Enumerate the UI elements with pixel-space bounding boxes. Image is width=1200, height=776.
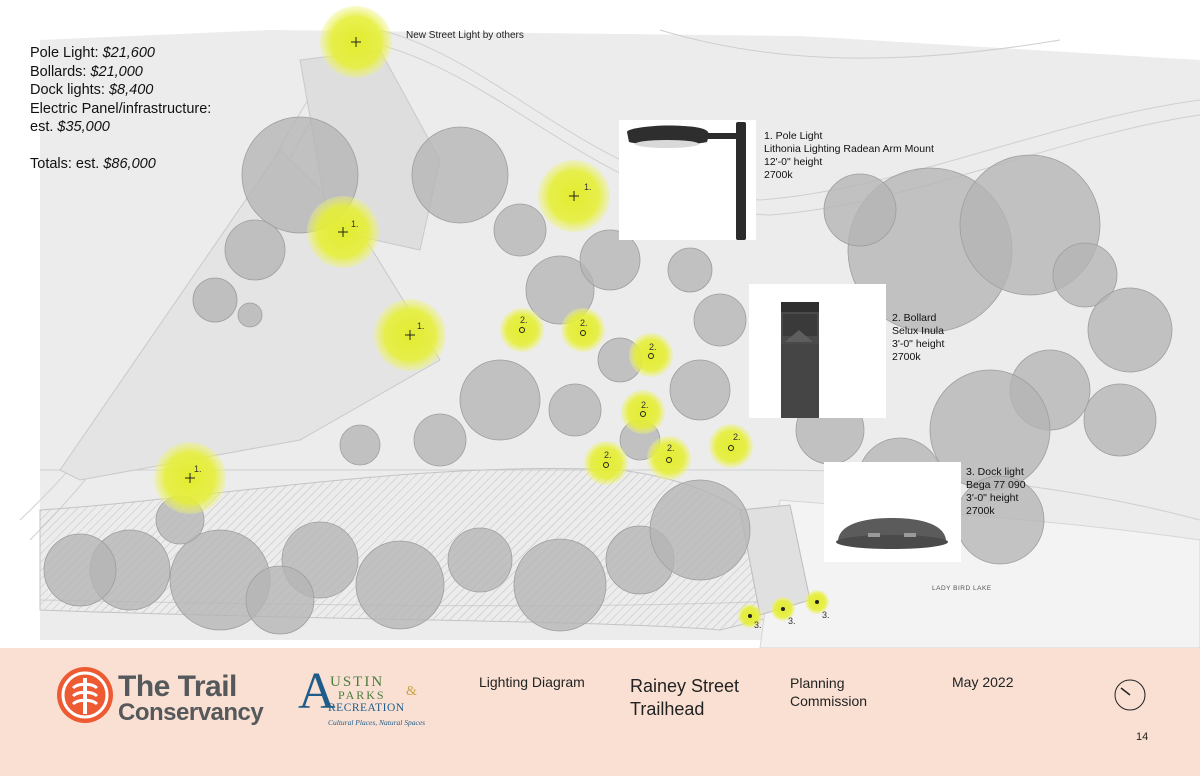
- cost-pole-light: Pole Light: $21,600: [30, 45, 155, 61]
- austin-parks-line2: PARKS: [338, 688, 386, 702]
- bollard-marker: 2.: [580, 318, 588, 328]
- austin-parks-big-a: A: [298, 663, 336, 720]
- street-light-label: New Street Light by others: [406, 30, 524, 41]
- cost-electric-panel-value: est. $35,000: [30, 119, 110, 135]
- pole-light-symbols: [185, 37, 579, 483]
- footer-bar: [0, 648, 1200, 776]
- site-plan-drawing: [19, 6, 1200, 648]
- pole-light-spec: 1. Pole Light Lithonia Lighting Radean A…: [764, 130, 934, 181]
- bollard-marker: 2.: [641, 400, 649, 410]
- bollard-image: [781, 302, 819, 418]
- bollard-marker: 2.: [733, 432, 741, 442]
- austin-parks-ampersand: &: [406, 684, 417, 699]
- dock-light-spec: 3. Dock light Bega 77 090 3'-0" height 2…: [966, 466, 1026, 517]
- trail-conservancy-logo-icon: [57, 667, 113, 723]
- project-name: Rainey Street Trailhead: [630, 676, 740, 719]
- austin-parks-line3: RECREATION: [328, 702, 405, 714]
- dock-light-image: [836, 518, 948, 549]
- document-type: Lighting Diagram: [479, 674, 585, 690]
- pole-light-marker: 1.: [584, 182, 592, 192]
- cost-bollards: Bollards: $21,000: [30, 63, 143, 80]
- north-arrow-icon: [1114, 679, 1146, 711]
- pole-light-card: [619, 120, 756, 240]
- audience: Planning Commission: [790, 675, 868, 709]
- cost-electric-panel: Electric Panel/infrastructure:: [30, 100, 212, 117]
- dock-light-symbols: [748, 600, 819, 618]
- bollard-glows: [500, 308, 753, 485]
- bollard-symbols: [519, 327, 734, 468]
- austin-parks-tagline: Cultural Places, Natural Spaces: [328, 718, 426, 727]
- dock-light-card: [824, 462, 961, 562]
- pole-light-marker: 1.: [194, 464, 202, 474]
- bollard-glow: [500, 308, 544, 352]
- dock-light-marker: 3.: [822, 610, 830, 620]
- pole-light-marker: 1.: [351, 219, 359, 229]
- austin-parks-line1: USTIN: [330, 674, 385, 690]
- pole-light-marker: 1.: [417, 321, 425, 331]
- page-number: 14: [1136, 731, 1149, 743]
- dock-light-marker: 3.: [754, 620, 762, 630]
- dock-light-marker: 3.: [788, 616, 796, 626]
- bollard-marker: 2.: [604, 450, 612, 460]
- date: May 2022: [952, 674, 1014, 690]
- bollard-card: [749, 284, 886, 418]
- pole-light-image: [627, 122, 746, 240]
- lake-label: LADY BIRD LAKE: [932, 585, 992, 592]
- bollard-marker: 2.: [649, 342, 657, 352]
- cost-summary: Pole Light: $21,600 Bollards: $21,000 Do…: [30, 44, 211, 173]
- bollard-glow: [629, 333, 673, 377]
- trail-conservancy-wordmark: The Trail Conservancy: [118, 670, 264, 726]
- cost-dock-lights: Dock lights: $8,400: [30, 82, 154, 98]
- cost-total: Totals: est. $86,000: [30, 155, 156, 172]
- austin-parks-logo: A USTIN PARKS & RECREATION Cultural Plac…: [296, 663, 456, 734]
- bollard-spec: 2. Bollard Selux Inula 3'-0" height 2700…: [892, 312, 945, 363]
- bollard-marker: 2.: [667, 443, 675, 453]
- bollard-marker: 2.: [520, 315, 528, 325]
